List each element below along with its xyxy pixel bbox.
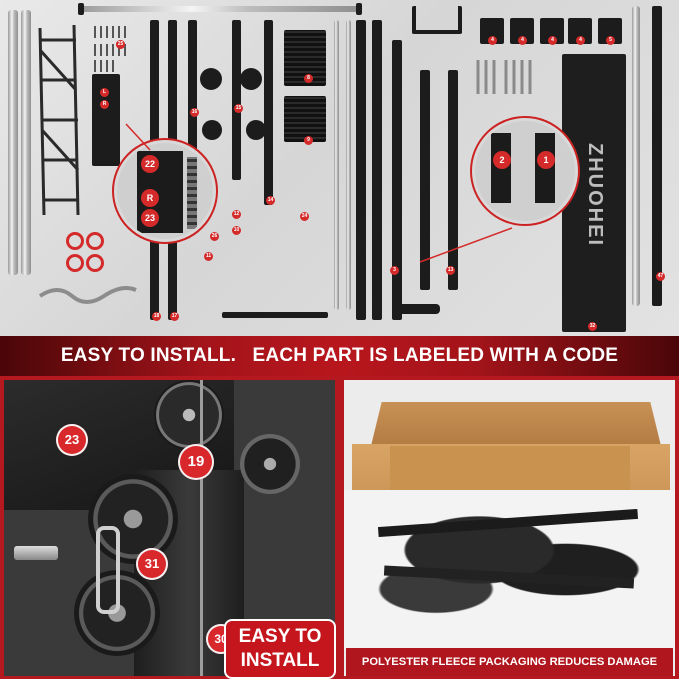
pulley-wheel — [246, 120, 266, 140]
part-code-badge-19: 19 — [178, 444, 214, 480]
pulley-wheel — [202, 120, 222, 140]
post-14 — [264, 20, 273, 205]
bar-collar-left — [78, 3, 84, 15]
zoom-label-22: 22 — [141, 155, 159, 173]
part-code-tag: 26 — [210, 232, 219, 241]
part-code-tag: R — [100, 100, 109, 109]
zoom-chain — [187, 157, 197, 229]
packaging-box-photo — [344, 380, 675, 676]
easy-to-install-callout: EASY TO INSTALL — [224, 619, 336, 679]
zoom-circle-left: 22 R 23 — [114, 140, 216, 242]
part-code-tag: 4 — [488, 36, 497, 45]
part-code-tag: 47 — [656, 272, 665, 281]
part-code-tag: 12 — [232, 210, 241, 219]
part-code-tag: 4 — [548, 36, 557, 45]
guide-rod-1 — [334, 20, 339, 310]
collar-clamp — [86, 232, 104, 250]
guide-rod-2 — [346, 20, 351, 310]
part-code-tag: 3 — [390, 266, 399, 275]
part-code-tag: 17 — [170, 312, 179, 321]
part-code-badge-31: 31 — [136, 548, 168, 580]
foam-pad-9 — [284, 96, 326, 142]
right-post — [652, 6, 662, 306]
pulley-closeup-photo: 23 19 31 30 — [4, 380, 335, 676]
upright-tube-2 — [21, 10, 31, 275]
zoom-label-23: 23 — [141, 209, 159, 227]
part-code-tag: L — [100, 88, 109, 97]
packaging-caption: POLYESTER FLEECE PACKAGING REDUCES DAMAG… — [346, 648, 673, 676]
zoom-connector — [125, 123, 513, 263]
part-code-tag: 4 — [518, 36, 527, 45]
handle-bar — [222, 312, 328, 318]
callout-line-2: INSTALL — [240, 650, 320, 671]
pulley-wheel — [200, 68, 222, 90]
zoom-label-1: 1 — [537, 151, 555, 169]
pulley-wheel-top — [154, 380, 224, 450]
part-code-tag: 10 — [232, 226, 241, 235]
j-hook-left — [420, 70, 430, 290]
axle-stub — [14, 546, 58, 560]
collar-clamp — [66, 232, 84, 250]
zoom-label-2: 2 — [493, 151, 511, 169]
part-code-tag: 11 — [204, 252, 213, 261]
bar-collar-right — [356, 3, 362, 15]
cardboard-lid — [370, 402, 662, 450]
long-post-2 — [372, 20, 382, 320]
headline-banner: EASY TO INSTALL. EACH PART IS LABELED WI… — [0, 336, 679, 376]
part-code-tag: 13 — [446, 266, 455, 275]
ladder-frame — [38, 24, 80, 216]
upright-tube-1 — [8, 10, 18, 275]
pulley-wheel — [240, 68, 262, 90]
bolt-set — [94, 26, 126, 72]
part-code-tag: 24 — [300, 212, 309, 221]
part-code-tag: 8 — [304, 74, 313, 83]
collar-clamp — [66, 254, 84, 272]
callout-line-1: EASY TO — [238, 626, 322, 647]
long-post-3 — [392, 40, 402, 320]
part-code-tag: 9 — [304, 136, 313, 145]
curl-bar — [38, 286, 137, 304]
post-upright-a — [188, 20, 197, 180]
part-code-tag: 32 — [588, 322, 597, 331]
part-code-tag: 18 — [152, 312, 161, 321]
long-post-1 — [356, 20, 366, 320]
pulley-wheel-right — [240, 434, 300, 494]
part-code-tag: 15 — [234, 104, 243, 113]
bracket-top — [412, 6, 462, 34]
pulley-wheel-large — [88, 474, 178, 564]
straight-bar — [80, 6, 360, 12]
pin-set — [476, 60, 532, 94]
zoom-circle-right: 2 1 — [472, 118, 578, 224]
headline-text: EASY TO INSTALL. EACH PART IS LABELED WI… — [60, 345, 619, 366]
part-code-tag: 4 — [576, 36, 585, 45]
dumbbell-handle — [392, 304, 440, 314]
right-tube-1 — [632, 6, 640, 306]
part-code-tag: 14 — [266, 196, 275, 205]
snap-hook — [96, 526, 120, 614]
part-code-badge-23: 23 — [56, 424, 88, 456]
j-hook-right — [448, 70, 458, 290]
collar-clamp — [86, 254, 104, 272]
post-upright-b — [232, 20, 241, 180]
part-code-tag: 16 — [190, 108, 199, 117]
part-code-tag: 5 — [606, 36, 615, 45]
zoom-label-r: R — [141, 189, 159, 207]
part-code-tag: 25 — [116, 40, 125, 49]
steel-cable — [200, 380, 203, 676]
